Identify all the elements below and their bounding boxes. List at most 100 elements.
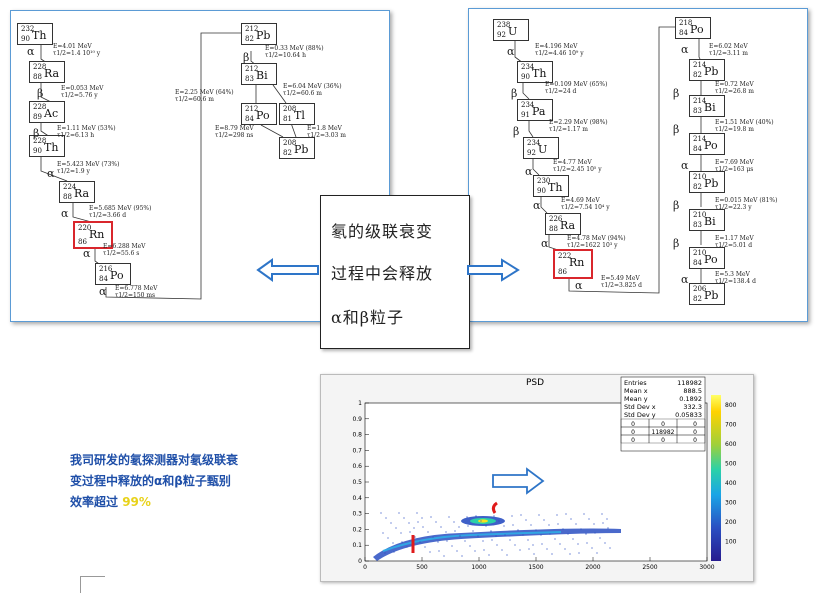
element-symbol: Pb — [704, 177, 719, 190]
atomic-number: 82 — [693, 183, 702, 191]
right-decay-mode-2: β — [513, 125, 520, 138]
scatter-point — [588, 518, 590, 520]
left-decay-halflife: τ1/2=150 ms — [115, 292, 156, 299]
mass-number: 224 — [63, 183, 77, 191]
scatter-point — [562, 528, 564, 530]
y-tick-label: 0.7 — [352, 447, 362, 454]
left-arrow-icon — [256, 258, 319, 282]
mass-number: 214 — [693, 97, 707, 105]
mass-number: 214 — [693, 61, 707, 69]
mass-number: 208 — [283, 139, 297, 147]
left-decay-energy: E=5.423 MeV (73%) — [57, 161, 120, 168]
scatter-point — [401, 541, 403, 543]
scatter-point — [567, 533, 569, 535]
right-decay-halflife: τ1/2=7.54 10⁴ y — [561, 204, 610, 211]
left-decay-mode-0: α — [27, 45, 35, 58]
scatter-point — [393, 551, 395, 553]
scatter-point — [522, 534, 524, 536]
scatter-point — [380, 512, 382, 514]
beta-band — [373, 528, 621, 561]
right-decay-energy: E=4.78 MeV (94%) — [567, 235, 626, 242]
right-decay-mode-0: α — [507, 45, 515, 58]
scatter-point — [491, 539, 493, 541]
left-decay-mode-1: β — [37, 87, 44, 100]
scatter-point — [506, 554, 508, 556]
right-decay-mode-8: β — [673, 87, 680, 100]
right-decay-halflife: τ1/2=22.3 y — [715, 204, 752, 211]
scatter-point — [480, 520, 482, 522]
scatter-point — [398, 512, 400, 514]
element-symbol: Ac — [44, 107, 59, 120]
right-decay-mode-1: β — [511, 87, 518, 100]
colorbar — [711, 395, 721, 561]
x-tick-label: 0 — [363, 564, 367, 571]
efficiency-value: 99% — [122, 495, 151, 509]
scatter-point — [533, 553, 535, 555]
atomic-number: 81 — [283, 115, 292, 123]
right-decay-label-2: E=2.29 MeV (98%)τ1/2=1.17 m — [549, 119, 608, 133]
scatter-point — [422, 526, 424, 528]
left-decay-mode-7: β — [243, 51, 250, 64]
stats-value: 0.1892 — [679, 395, 702, 403]
scatter-point — [504, 534, 506, 536]
callout-line-3: α和β粒子 — [331, 308, 405, 327]
right-decay-halflife: τ1/2=138.4 d — [715, 278, 756, 285]
scatter-point — [451, 545, 453, 547]
scatter-point — [406, 546, 408, 548]
scatter-point — [520, 514, 522, 516]
scatter-point — [454, 530, 456, 532]
left-decay-label-3: E=5.423 MeV (73%)τ1/2=1.9 y — [57, 161, 119, 175]
x-tick-label: 1000 — [471, 564, 486, 571]
left-decay-energy: E=1.8 MeV — [307, 125, 342, 132]
atomic-number: 82 — [693, 295, 702, 303]
scatter-point — [488, 554, 490, 556]
scatter-point — [475, 515, 477, 517]
scatter-point — [546, 548, 548, 550]
atomic-number: 84 — [679, 29, 688, 37]
right-decay-energy: E=2.29 MeV (98%) — [549, 119, 608, 126]
scatter-point — [445, 531, 447, 533]
psd-data-cloud — [373, 501, 621, 561]
left-decay-halflife: τ1/2=3.03 m — [307, 132, 346, 139]
scatter-point — [466, 516, 468, 518]
scatter-point — [559, 543, 561, 545]
scatter-point — [577, 543, 579, 545]
atomic-number: 84 — [99, 275, 108, 283]
scatter-point — [554, 538, 556, 540]
stats-grid-value: 0 — [631, 437, 635, 444]
mass-number: 208 — [283, 105, 297, 113]
atomic-number: 90 — [537, 187, 546, 195]
scatter-point — [430, 516, 432, 518]
y-tick-label: 0.2 — [352, 526, 362, 533]
right-decay-mode-11: β — [673, 199, 680, 212]
atomic-number: 83 — [693, 221, 702, 229]
scatter-point — [384, 552, 386, 554]
atomic-number: 83 — [693, 107, 702, 115]
right-decay-mode-12: β — [673, 237, 680, 250]
x-tick-label: 1500 — [528, 564, 543, 571]
element-symbol: Pb — [704, 289, 719, 302]
left-decay-label-8: E=2.25 MeV (64%)τ1/2=60.6 m — [175, 89, 234, 103]
mass-number: 234 — [527, 139, 541, 147]
scatter-point — [606, 518, 608, 520]
right-decay-energy: E=1.51 MeV (40%) — [715, 119, 774, 126]
stats-grid-value: 0 — [693, 437, 697, 444]
mass-number: 210 — [693, 173, 707, 181]
y-tick-label: 0.1 — [352, 542, 362, 549]
scatter-point — [387, 537, 389, 539]
right-decay-halflife: τ1/2=24 d — [545, 88, 577, 95]
mass-number: 216 — [99, 265, 113, 273]
element-symbol: Rn — [89, 228, 105, 241]
scatter-point — [548, 524, 550, 526]
scatter-point — [501, 549, 503, 551]
left-decay-energy: E=0.33 MeV (88%) — [265, 45, 324, 52]
alpha-cluster-core — [478, 519, 488, 523]
